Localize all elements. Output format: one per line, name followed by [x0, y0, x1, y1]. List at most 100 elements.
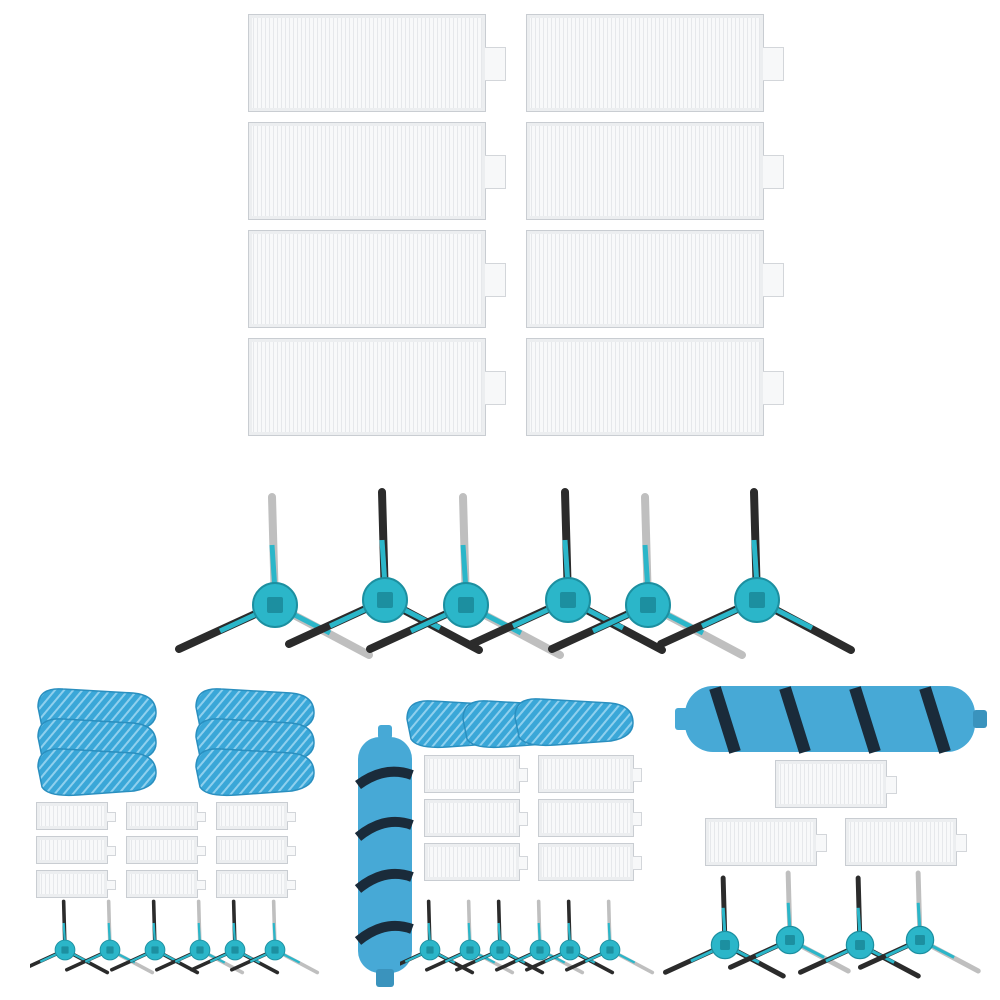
bundle-b-roller [354, 725, 414, 987]
hepa-filter-icon [424, 843, 528, 881]
filter-pleats [538, 799, 634, 837]
hepa-filter-icon [248, 14, 506, 112]
filter-tab [633, 855, 642, 871]
filter-tab [107, 879, 116, 891]
side-brush-icon [230, 899, 320, 975]
hepa-filter-icon [526, 122, 784, 220]
filter-pleats [248, 230, 486, 328]
filter-tab [107, 811, 116, 823]
hepa-filter-icon [775, 760, 897, 808]
filter-tab [287, 879, 296, 891]
filter-pleats [538, 843, 634, 881]
filter-pleats [216, 836, 288, 864]
filter-pleats [248, 338, 486, 436]
side-brush-icon [30, 899, 110, 975]
filter-pleats [845, 818, 957, 866]
hepa-filter-icon [424, 799, 528, 837]
filter-tab [886, 776, 897, 794]
filter-pleats [216, 802, 288, 830]
filter-pleats [36, 870, 108, 898]
bundle-b-side-brushes [400, 899, 655, 975]
filter-tab [287, 845, 296, 857]
filter-tab [763, 371, 784, 405]
mop-pad-icon [195, 748, 315, 797]
mop-pad-icon [37, 748, 157, 797]
filter-pleats [126, 836, 198, 864]
side-brush-icon [800, 878, 918, 976]
filter-pleats [526, 122, 764, 220]
bundle-c-filters [705, 760, 975, 872]
filter-pleats [424, 799, 520, 837]
hepa-filter-icon [526, 338, 784, 436]
filter-tab [197, 845, 206, 857]
side-brush-icon [65, 899, 155, 975]
filter-tab [763, 155, 784, 189]
hepa-filter-icon [538, 755, 642, 793]
mop-pad-icon [514, 698, 634, 747]
filter-tab [287, 811, 296, 823]
filter-pleats [126, 802, 198, 830]
filter-pleats [248, 122, 486, 220]
hepa-filter-icon [845, 818, 967, 866]
side-brush-icon [400, 899, 475, 975]
hepa-filter-icon [538, 843, 642, 881]
filter-tab [197, 811, 206, 823]
filter-tab [107, 845, 116, 857]
bundle-a-side-brushes [30, 899, 320, 975]
large-side-brush-row [0, 470, 1000, 680]
hepa-filter-icon [36, 870, 116, 898]
filter-pleats [526, 230, 764, 328]
filter-tab [485, 371, 506, 405]
hepa-filter-icon [248, 230, 506, 328]
filter-pleats [526, 338, 764, 436]
bundle-b-filters [424, 755, 646, 885]
hepa-filter-icon [248, 122, 506, 220]
side-brush-icon [179, 497, 369, 655]
hepa-filter-icon [538, 799, 642, 837]
hepa-filter-icon [36, 802, 116, 830]
filter-tab [633, 811, 642, 827]
hepa-filter-icon [126, 870, 206, 898]
filter-pleats [424, 843, 520, 881]
bundle-c-side-brushes [660, 870, 995, 990]
hepa-filter-icon [526, 230, 784, 328]
filter-tab [763, 47, 784, 81]
hepa-filter-icon [705, 818, 827, 866]
side-brush-icon [370, 497, 560, 655]
filter-tab [485, 263, 506, 297]
bundle-c-roller [675, 686, 987, 754]
hepa-filter-icon [526, 14, 784, 112]
filter-tab [763, 263, 784, 297]
large-filter-grid [248, 14, 788, 444]
side-brush-icon [564, 899, 655, 975]
filter-pleats [36, 836, 108, 864]
hepa-filter-icon [216, 802, 296, 830]
filter-pleats [36, 802, 108, 830]
hepa-filter-icon [36, 836, 116, 864]
filter-pleats [126, 870, 198, 898]
hepa-filter-icon [216, 836, 296, 864]
filter-tab [816, 834, 827, 852]
filter-tab [519, 855, 528, 871]
filter-tab [519, 811, 528, 827]
side-brush-icon [552, 497, 742, 655]
bundle-a-filters [36, 802, 306, 902]
hepa-filter-icon [126, 802, 206, 830]
filter-pleats [424, 755, 520, 793]
side-brush-icon [154, 899, 245, 975]
filter-pleats [248, 14, 486, 112]
side-brush-icon [665, 878, 783, 976]
filter-tab [197, 879, 206, 891]
filter-pleats [526, 14, 764, 112]
filter-pleats [538, 755, 634, 793]
filter-tab [956, 834, 967, 852]
side-brush-icon [190, 899, 280, 975]
filter-pleats [775, 760, 887, 808]
hepa-filter-icon [216, 870, 296, 898]
filter-tab [485, 155, 506, 189]
filter-tab [485, 47, 506, 81]
filter-pleats [705, 818, 817, 866]
hepa-filter-icon [126, 836, 206, 864]
filter-tab [519, 767, 528, 783]
